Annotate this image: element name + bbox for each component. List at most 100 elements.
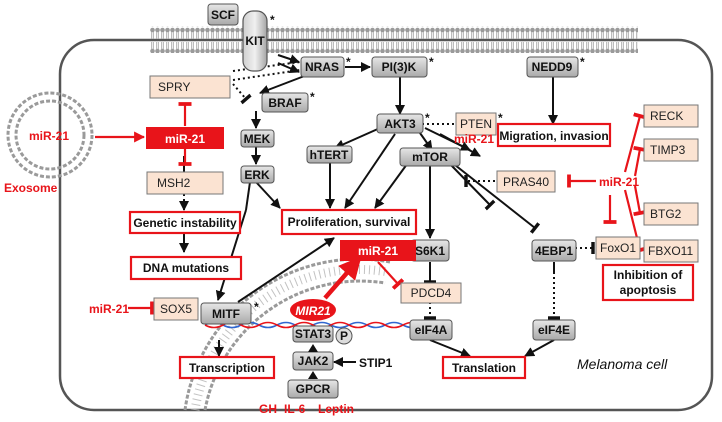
inhibition-apoptosis-box [601,263,695,302]
eif4a-box [409,319,453,341]
nedd9-asterisk: * [580,55,585,69]
migration-invasion-label: Migration, invasion [499,129,608,143]
plasma-membrane [150,26,638,53]
genetic-instability-label: Genetic instability [133,216,237,230]
translation-label: Translation [452,361,516,375]
htert-box [306,145,353,164]
migration-invasion-box [496,122,612,148]
nedd9-box [526,56,579,78]
kit-label: KIT [245,34,265,48]
mtor-label: mTOR [412,150,448,164]
kit-asterisk: * [270,13,275,27]
foxo1-box [595,236,641,260]
reck-box [643,104,699,128]
mek-label: MEK [244,132,271,146]
mir21-nucleus-box [340,240,416,261]
transcription-label: Transcription [189,361,265,375]
pras40-box [496,170,556,193]
mir21-sox5-label: miR-21 [89,302,129,316]
btg2-label: BTG2 [650,207,682,221]
stat3-label: STAT3 [295,327,332,341]
mir21-right-label: miR-21 [599,175,639,189]
pten-label: PTEN [460,117,492,131]
braf-asterisk: * [310,90,315,104]
gpcr-label: GPCR [296,382,331,396]
proliferation-survival-label: Proliferation, survival [288,215,411,229]
4ebp1-label: 4EBP1 [535,244,573,258]
phospho-label: P [340,329,348,343]
fbxo11-box [643,239,699,263]
nuclear-membrane [183,257,391,411]
jak2-label: JAK2 [298,354,329,368]
braf-label: BRAF [268,96,301,110]
mir21-regulation-arrows [95,102,647,315]
mir21-exosome-label: miR-21 [29,129,69,143]
foxo1-label: FoxO1 [600,241,636,255]
translation-box [441,355,527,380]
eif4a-label: eIF4A [415,323,448,337]
gpcr-up-arrow [308,371,318,379]
msh2-box [146,171,224,195]
proliferation-survival-box [280,208,418,236]
btg2-box [643,202,699,226]
gh-label: GH [259,402,277,416]
eif4e-box [532,319,576,341]
gpcr-box [287,379,339,399]
scf-box [207,3,239,26]
spry-label: SPRY [158,80,190,94]
mir21-nucleus-label: miR-21 [358,244,398,258]
sox5-box [153,297,199,321]
nras-asterisk: * [346,55,351,69]
inhibition-line2-label: apoptosis [620,283,677,297]
sox5-label: SOX5 [160,302,192,316]
akt3-label: AKT3 [384,117,416,131]
mitf-box [200,302,252,325]
exosome-vesicle [6,91,94,179]
mir21-gene-ellipse [290,299,336,321]
dna-helix [204,321,422,329]
pten-asterisk: * [498,111,503,125]
mir21-pten-label: miR-21 [454,132,494,146]
pi3k-asterisk: * [429,55,434,69]
mek-box [240,129,275,148]
akt3-asterisk: * [425,111,430,125]
dna-mutations-box [129,255,243,281]
phospho-circle [335,327,353,345]
nras-label: NRAS [305,60,339,74]
pathway-arrows [178,54,595,370]
exosome-label: Exosome [4,181,58,195]
pi3k-label: PI(3)K [382,60,417,74]
mir21-gene-label: MIR21 [295,304,331,318]
mitf-asterisk: * [254,300,259,314]
akt3-box [376,113,424,134]
erk-label: ERK [244,168,270,182]
msh2-label: MSH2 [157,176,191,190]
leptin-label: Leptin [318,402,354,416]
mir21-center-label: miR-21 [165,132,205,146]
il6-label: IL-6 [284,402,306,416]
timp3-box [643,138,699,162]
spry-box [149,75,231,99]
mir21-center-box [146,127,224,149]
dna-mutations-label: DNA mutations [143,261,230,275]
4ebp1-box [531,239,577,262]
timp3-label: TIMP3 [650,143,686,157]
fbxo11-label: FBXO11 [648,244,693,258]
nras-box [300,56,345,78]
mitf-label: MITF [212,307,240,321]
eif4e-label: eIF4E [538,323,570,337]
nedd9-label: NEDD9 [532,60,573,74]
jak2-up-arrow [308,344,318,352]
mtor-box [399,147,461,167]
reck-label: RECK [650,109,683,123]
stip1-label: STIP1 [359,356,393,370]
kit-receptor [242,10,268,72]
pras40-label: PRAS40 [503,175,549,189]
stat3-box [292,325,334,343]
s6k1-label: S6K1 [415,244,445,258]
scf-label: SCF [211,8,235,22]
erk-box [240,165,275,184]
transcription-box [178,355,276,380]
